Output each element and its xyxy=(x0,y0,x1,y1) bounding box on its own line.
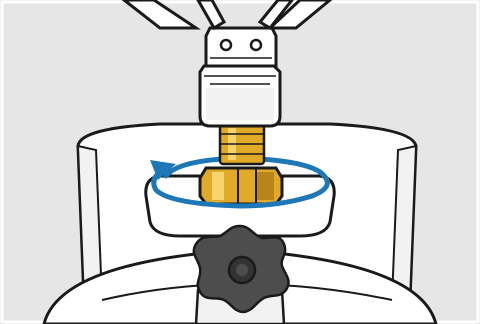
brass-fitting-stem xyxy=(220,124,264,164)
brass-hex-nut xyxy=(200,168,282,204)
bracket-hole-right xyxy=(251,40,261,50)
bracket-hole-left xyxy=(221,40,231,50)
regulator-body xyxy=(200,66,280,126)
